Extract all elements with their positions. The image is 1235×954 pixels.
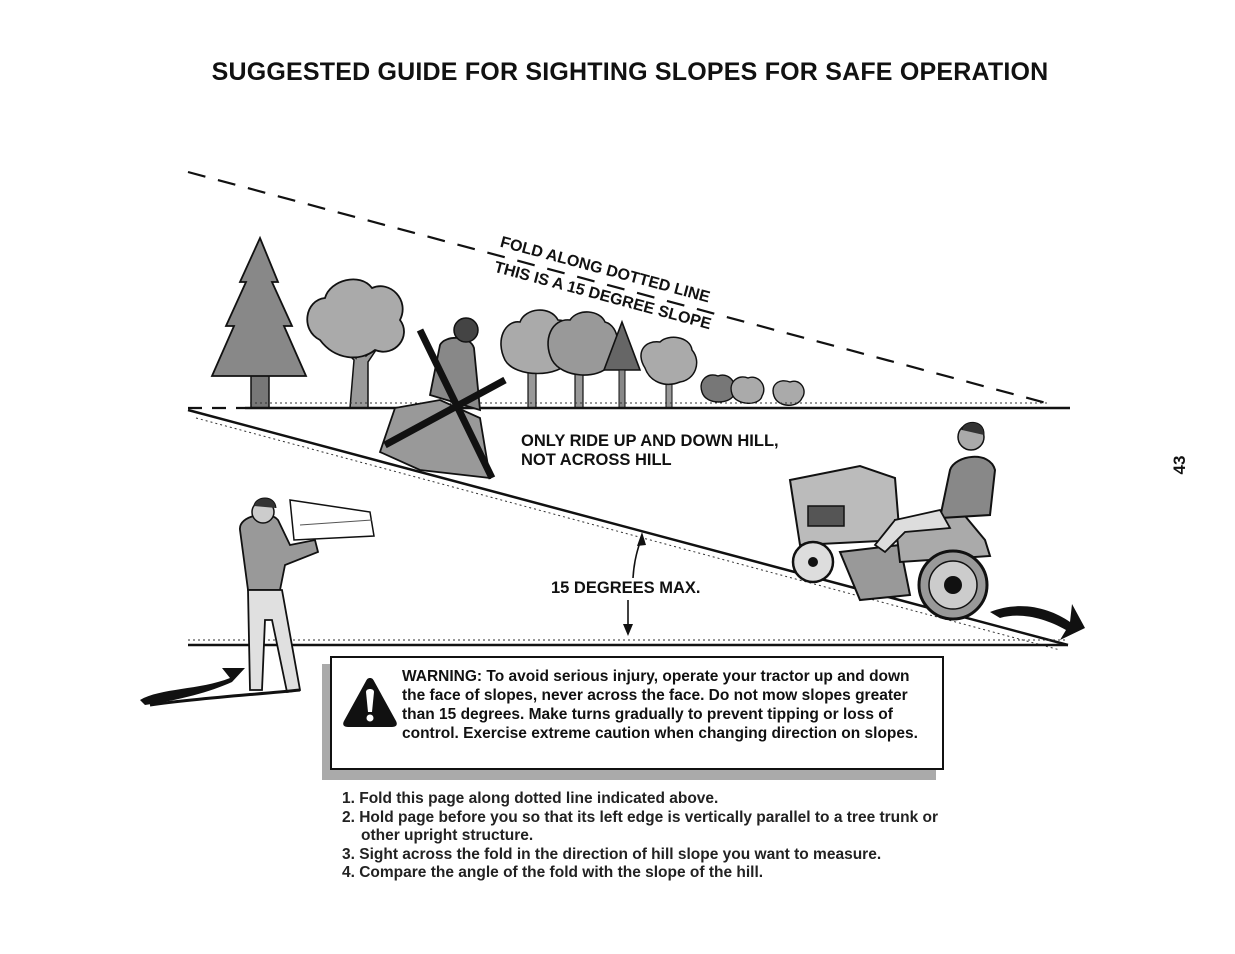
- page-title: SUGGESTED GUIDE FOR SIGHTING SLOPES FOR …: [211, 58, 1049, 86]
- ride-direction-label: ONLY RIDE UP AND DOWN HILL, NOT ACROSS H…: [521, 432, 779, 470]
- page-number: 43: [1170, 455, 1189, 475]
- max-degree-label: 15 DEGREES MAX.: [551, 579, 701, 597]
- tree-icon: [306, 278, 405, 409]
- tree-cluster-icon: [500, 309, 805, 409]
- warning-triangle-icon: [343, 678, 397, 727]
- fold-dotted-line: [187, 170, 1051, 406]
- instruction-item: 1. Fold this page along dotted line indi…: [342, 790, 719, 807]
- tractor-up-hill-icon: [788, 421, 997, 621]
- direction-arrow-icon: [990, 604, 1085, 640]
- pine-tree-icon: [210, 235, 308, 409]
- instruction-item: 4. Compare the angle of the fold with th…: [342, 864, 764, 881]
- ride-direction-line-2: NOT ACROSS HILL: [521, 451, 672, 469]
- person-sighting-icon: [140, 497, 375, 707]
- instruction-item: 3. Sight across the fold in the directio…: [342, 845, 882, 863]
- warning-text: WARNING: To avoid serious injury, operat…: [402, 668, 918, 742]
- instructions-list: 1. Fold this page along dotted line indi…: [342, 790, 962, 883]
- tractor-across-hill-icon: [378, 317, 507, 480]
- warning-box: WARNING: To avoid serious injury, operat…: [330, 656, 944, 770]
- ride-direction-line-1: ONLY RIDE UP AND DOWN HILL,: [521, 432, 779, 450]
- slope-line: [187, 408, 1069, 647]
- instruction-item: 2. Hold page before you so that its left…: [342, 808, 939, 845]
